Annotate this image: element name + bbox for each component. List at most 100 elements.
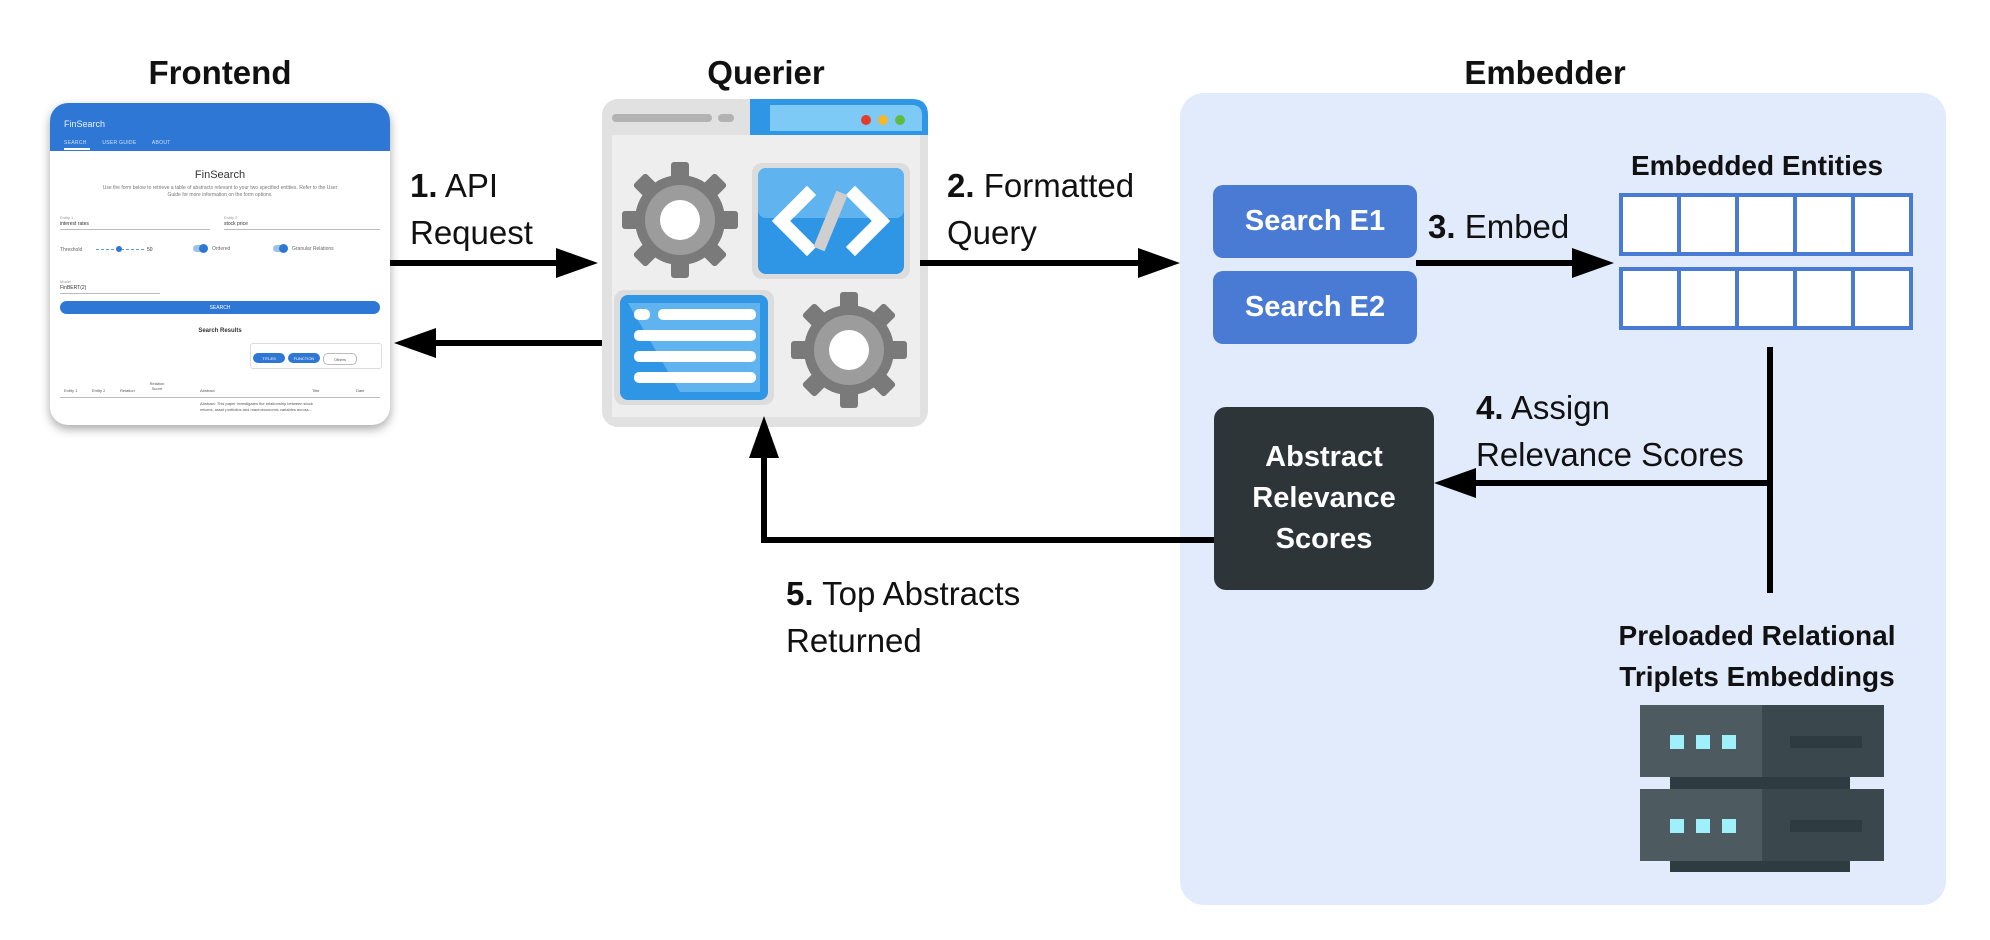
granular-toggle[interactable] <box>273 244 288 253</box>
entity1-label: Entity 1 <box>60 215 74 220</box>
frontend-heading: Frontend <box>148 54 292 91</box>
embed-arrowhead <box>1572 248 1614 278</box>
formatted-query-arrowhead <box>1138 248 1180 278</box>
entity2-underline <box>224 229 380 230</box>
chip-function[interactable]: FUNCTION <box>288 353 320 363</box>
querier-heading: Querier <box>707 54 825 91</box>
embedder-heading: Embedder <box>1464 54 1626 91</box>
embedding-cell <box>1623 197 1677 252</box>
embed-arrow <box>1416 260 1576 266</box>
code-icon <box>752 163 910 279</box>
active-tab-indicator <box>64 148 90 150</box>
top-abstracts-arrowhead <box>749 416 779 458</box>
window-dots-icon[interactable] <box>861 115 905 125</box>
tab-user-guide[interactable]: USER GUIDE <box>102 140 137 146</box>
window-address-bar <box>612 114 712 122</box>
preloaded-label-line1: Preloaded Relational <box>1618 620 1896 651</box>
entity1-input[interactable]: interest rates <box>60 221 89 227</box>
granular-label: Granular Relations <box>292 246 334 252</box>
entity-embedding-row-2 <box>1619 267 1913 330</box>
step3-text: Embed <box>1464 208 1570 245</box>
assign-scores-arrowhead <box>1434 468 1476 498</box>
step1-label: 1. API Request <box>410 162 533 256</box>
settings-gear-icon-secondary <box>791 292 907 408</box>
entity-embedding-row-1 <box>1619 193 1913 256</box>
app-search-button[interactable]: SEARCH <box>60 301 380 314</box>
embedding-cell <box>1739 271 1793 326</box>
app-title: FinSearch <box>64 119 106 129</box>
step5-text-line1: Top Abstracts <box>822 575 1021 612</box>
threshold-value[interactable]: 50 <box>147 247 153 253</box>
chip-others[interactable]: Others <box>323 353 357 365</box>
chip-titles[interactable]: TITLES <box>253 353 285 363</box>
api-request-arrowhead <box>556 248 598 278</box>
step2-label: 2. Formatted Query <box>947 162 1134 256</box>
threshold-label: Threshold <box>60 247 83 253</box>
results-title: Search Results <box>198 328 242 334</box>
preloaded-triplets-label: Preloaded Relational Triplets Embeddings <box>1582 615 1932 697</box>
tab-about[interactable]: ABOUT <box>151 140 171 146</box>
col-entity2[interactable]: Entity 2 <box>92 388 106 393</box>
top-abstracts-arrow-h <box>761 537 1215 543</box>
top-abstracts-arrow-v <box>761 454 767 543</box>
preloaded-label-line2: Triplets Embeddings <box>1619 661 1895 692</box>
step4-text-line1: Assign <box>1510 389 1610 426</box>
model-label: Model <box>60 279 71 284</box>
col-abstract[interactable]: Abstract <box>200 388 215 393</box>
step3-label: 3. Embed <box>1428 203 1569 250</box>
embedding-cell <box>1739 197 1793 252</box>
ordered-toggle[interactable] <box>193 244 208 253</box>
frontend-app-screenshot: FinSearch SEARCH USER GUIDE ABOUT FinSea… <box>50 103 390 425</box>
step2-number: 2. <box>947 167 975 204</box>
search-e2-box: Search E2 <box>1213 271 1417 344</box>
step4-label: 4. Assign Relevance Scores <box>1476 384 1744 478</box>
abstract-box-line2: Relevance <box>1252 482 1396 514</box>
embedding-cell <box>1855 197 1909 252</box>
step5-label: 5. Top Abstracts Returned <box>786 570 1020 664</box>
step4-number: 4. <box>1476 389 1504 426</box>
step4-text-line2: Relevance Scores <box>1476 436 1744 473</box>
embedding-cell <box>1681 271 1735 326</box>
embedding-cell <box>1681 197 1735 252</box>
col-entity1[interactable]: Entity 1 <box>64 388 78 393</box>
entity1-underline <box>60 229 210 230</box>
abstract-cell: Abstract: This paper investigates the re… <box>200 401 313 412</box>
col-date[interactable]: Date <box>356 388 365 393</box>
api-request-arrow <box>390 260 560 266</box>
abstract-box-line3: Scores <box>1275 523 1373 555</box>
tab-search[interactable]: SEARCH <box>64 140 87 146</box>
step5-text-line2: Returned <box>786 622 922 659</box>
embedding-cell <box>1797 271 1851 326</box>
entity2-label: Entity 2 <box>224 215 238 220</box>
embedding-cell <box>1797 197 1851 252</box>
entity2-input[interactable]: stock price <box>224 221 248 227</box>
step5-number: 5. <box>786 575 814 612</box>
embedding-cell <box>1623 271 1677 326</box>
embedding-cell <box>1855 271 1909 326</box>
response-arrowhead <box>394 328 436 358</box>
model-underline <box>60 293 160 294</box>
col-relation-score[interactable]: Relation Score <box>149 381 165 391</box>
server-icon <box>1640 705 1884 872</box>
app-intro-text: Use the form below to retrieve a table o… <box>102 185 338 198</box>
abstract-box-line1: Abstract <box>1265 441 1383 473</box>
threshold-slider-thumb[interactable] <box>116 246 122 252</box>
table-divider <box>60 397 380 398</box>
embedded-entities-label: Embedded Entities <box>1630 150 1884 181</box>
step2-text-line2: Query <box>947 214 1037 251</box>
app-header <box>50 103 390 151</box>
step1-text-line1: API <box>444 167 499 204</box>
model-select[interactable]: FinBERT(2) <box>60 285 87 291</box>
document-icon <box>614 290 774 405</box>
settings-gear-icon <box>622 162 738 278</box>
ordered-label: Ordered <box>212 246 231 252</box>
col-title[interactable]: Title <box>312 388 320 393</box>
step1-number: 1. <box>410 167 438 204</box>
querier-icon <box>602 99 928 427</box>
app-page-title: FinSearch <box>194 169 246 181</box>
step3-number: 3. <box>1428 208 1456 245</box>
search-e1-box: Search E1 <box>1213 185 1417 258</box>
filter-chip-group <box>250 343 382 369</box>
col-relation[interactable]: Relation <box>120 388 135 393</box>
